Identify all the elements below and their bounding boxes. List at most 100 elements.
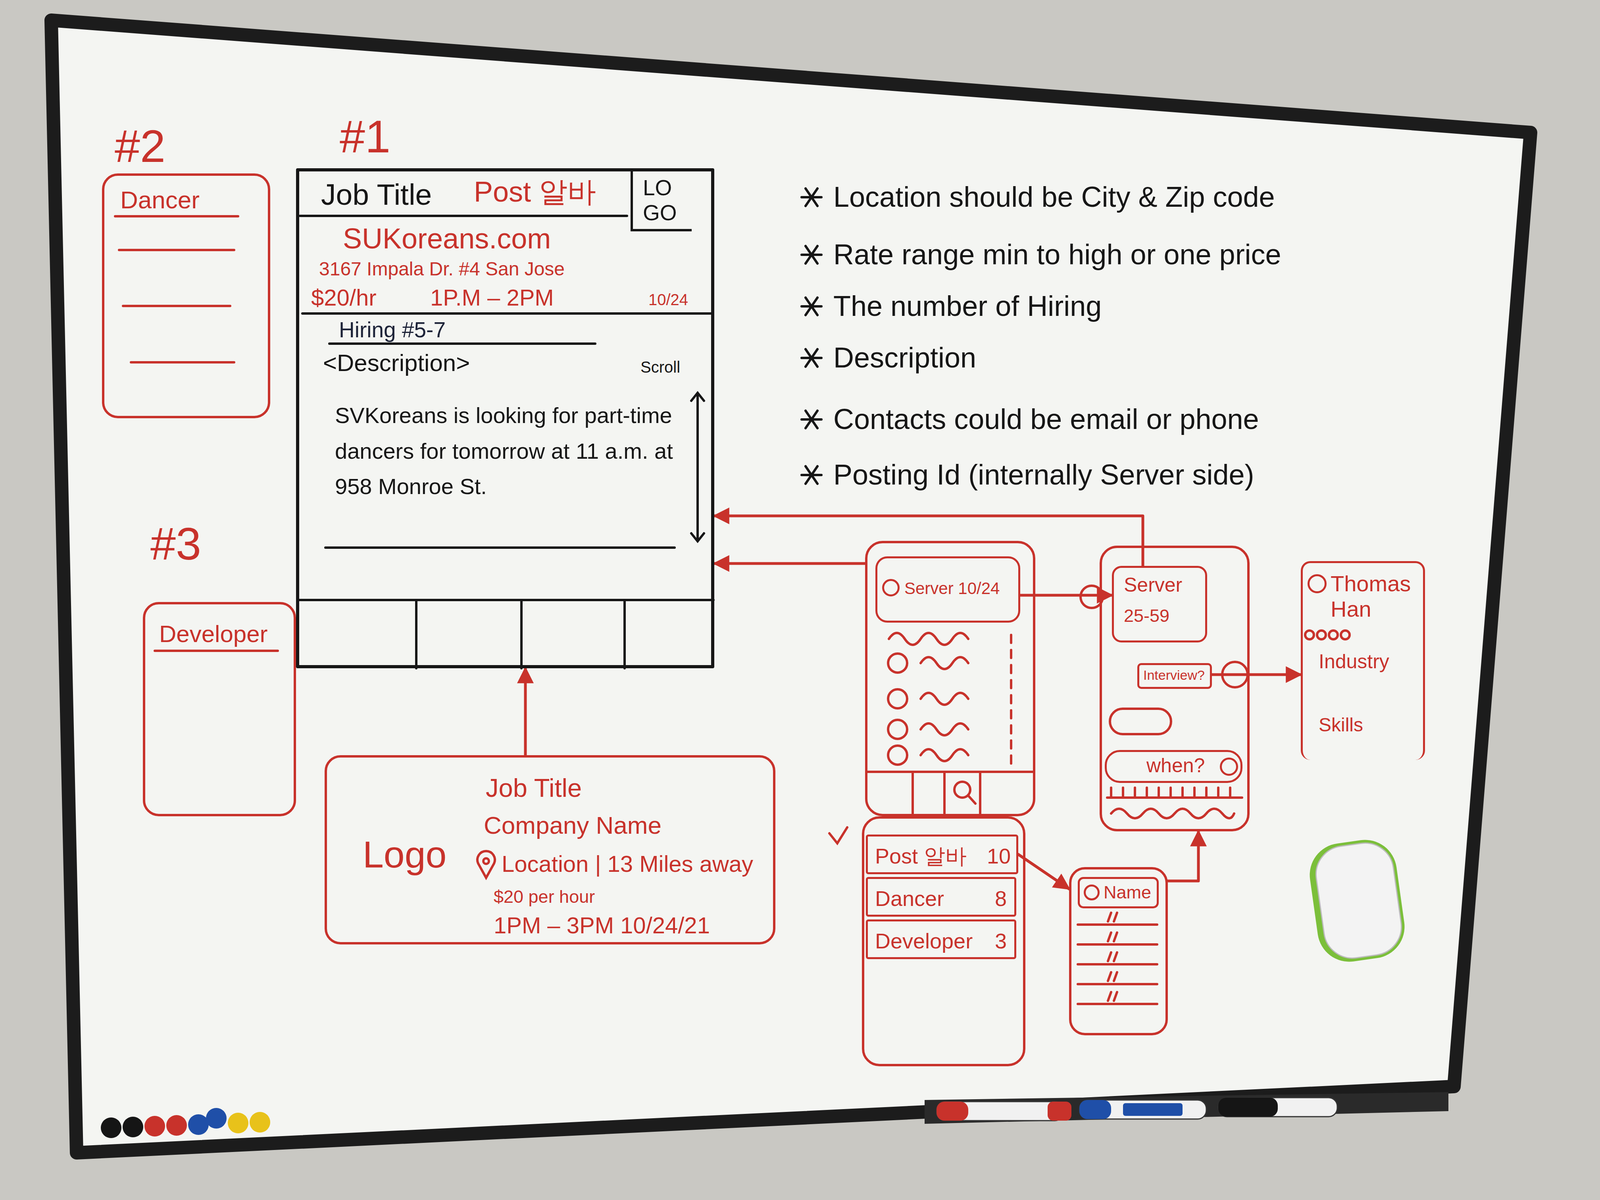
sketch-text: 10/24 (648, 290, 689, 309)
marker-circle (1083, 884, 1100, 901)
detail-box: Server 25-59 (1111, 565, 1208, 643)
sketch-text: #3 (150, 517, 202, 570)
asterisk (801, 246, 822, 264)
asterisk (801, 188, 822, 206)
sketch-text: SUKoreans.com (342, 222, 551, 256)
marker-cap (936, 1101, 969, 1121)
scribble (1111, 808, 1235, 819)
sketch-text: Dancer (875, 886, 945, 911)
board (51, 20, 1531, 1153)
scribble (920, 749, 969, 762)
tab-bar (299, 600, 714, 669)
eraser-body (1312, 839, 1406, 962)
magnet (188, 1114, 209, 1135)
search-icon (968, 795, 976, 804)
empty-button (1109, 708, 1172, 735)
scribble (920, 692, 969, 705)
marker (936, 1101, 1064, 1121)
wireframe-lines (299, 215, 714, 669)
sketch-text: Post 알바 (875, 843, 967, 869)
row-avatar (888, 689, 908, 709)
scrollbar (1009, 634, 1013, 766)
sketch-text: 1P.M – 2PM (430, 284, 554, 312)
screen-wireframe: #1Job TitlePost 알바SUKoreans.com3167 Impa… (296, 168, 715, 669)
list-row: Post 알바 10 (865, 834, 1019, 875)
sketch-text: $20/hr (311, 284, 377, 312)
markers (936, 1097, 1338, 1121)
profile-panel: Thomas HanIndustrySkills (1300, 561, 1425, 760)
list-lines (119, 250, 235, 363)
marker (1218, 1097, 1338, 1117)
magnet (144, 1115, 166, 1137)
note-bullets (801, 188, 822, 484)
eraser (1305, 835, 1409, 966)
marker-label (1123, 1103, 1183, 1116)
sketch-text: 10 (986, 843, 1011, 869)
location-pin (477, 851, 495, 878)
sketch-text: $20 per hour (493, 886, 595, 908)
scribble-dot (1340, 630, 1350, 640)
sketch-text: Rate range min to high or one price (833, 238, 1282, 272)
sketch-text: 3 (994, 928, 1007, 954)
sketch-text: <Description> (323, 349, 470, 377)
sketch-text: Hiring #5-7 (338, 317, 446, 343)
button-box: Interview? (1137, 663, 1212, 689)
phone-screen: Name (1069, 867, 1168, 1036)
row-avatar (888, 653, 908, 673)
flow-arrow (1211, 673, 1301, 677)
phone-screen: Server 10/24 (865, 540, 1036, 817)
scribble (888, 632, 969, 645)
underline (154, 649, 278, 652)
sketch-text: LO GO (642, 175, 683, 226)
sketch-text: SVKoreans is looking for part-time dance… (334, 397, 677, 505)
marker-cap (1047, 1101, 1072, 1121)
flow-arrow (1018, 854, 1070, 889)
sketch-text: #1 (339, 110, 391, 163)
list-row: Dancer8 (865, 876, 1017, 917)
sketch-text: Description (833, 341, 977, 375)
screen-sketch: #3Developer (142, 601, 297, 817)
row-avatar (888, 719, 908, 739)
ditto-marks (1107, 912, 1118, 1001)
job-card: LogoJob TitleCompany NameLocation | 13 M… (324, 755, 776, 945)
eraser-edge (1305, 835, 1409, 966)
screen-sketch: #2Dancer (101, 173, 271, 419)
sketch-text: Job Title (321, 177, 432, 212)
asterisk (801, 297, 822, 316)
sketch-text: Dancer (120, 185, 200, 214)
scribble-dot (1317, 630, 1326, 640)
sketch-text: Industry (1318, 650, 1390, 674)
tab-bar (867, 771, 1033, 814)
sketch-text: #2 (114, 119, 166, 173)
magnet (100, 1117, 122, 1139)
sketch-text: Name (1103, 882, 1152, 903)
logo-box: LO GO (630, 171, 692, 232)
divider (302, 312, 712, 315)
sketch-text: Developer (159, 620, 268, 648)
marker-circle (1219, 757, 1239, 776)
sketch-text: Contacts could be email or phone (833, 402, 1260, 436)
sketch-text: Location | 13 Miles away (501, 850, 754, 878)
sketch-text: 1PM – 3PM 10/24/21 (493, 912, 710, 939)
sketch-text: The number of Hiring (833, 289, 1102, 323)
sketch-text: Skills (1318, 713, 1364, 736)
sketch-text: 25-59 (1123, 605, 1170, 627)
flow-arrow (524, 668, 527, 756)
check-mark (829, 827, 848, 844)
divider (325, 546, 675, 549)
magnet (166, 1115, 187, 1136)
sketch-text: Server (1123, 573, 1183, 597)
location-pin-dot (483, 858, 489, 864)
flow-arrow (1167, 831, 1199, 881)
sketch-text: Thomas Han (1330, 571, 1418, 623)
asterisk (801, 466, 822, 484)
magnet (205, 1107, 227, 1129)
marker-circle (882, 578, 900, 597)
marker (1079, 1100, 1207, 1120)
flow-arrow (714, 562, 866, 566)
scribble-dot (1305, 630, 1314, 640)
marker-cap (1218, 1097, 1278, 1117)
magnet (249, 1111, 271, 1133)
button-box: when? (1104, 750, 1243, 783)
